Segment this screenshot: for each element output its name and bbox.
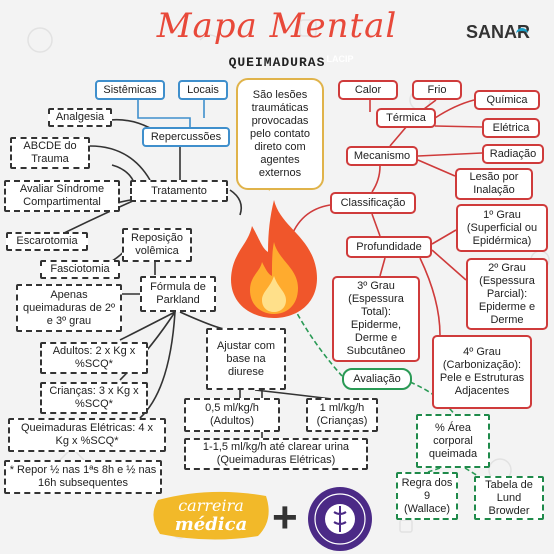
adultos-diurese-node: 0,5 ml/kg/h (Adultos) xyxy=(184,398,280,432)
locais-node: Locais xyxy=(178,80,228,100)
escarotomia-node: Escarotomia xyxy=(6,232,88,251)
repor-note-node: * Repor ½ nas 1ªs 8h e ½ nas 16h subsequ… xyxy=(4,460,162,494)
eletrica-node: Elétrica xyxy=(482,118,540,138)
formula-parkland-node: Fórmula de Parkland xyxy=(140,276,216,312)
carreira-medica-logo-icon xyxy=(153,491,269,540)
lacip-label: LACIP xyxy=(326,54,354,64)
classificacao-node: Classificação xyxy=(330,192,416,214)
apenas-node: Apenas queimaduras de 2º e 3º grau xyxy=(16,284,122,332)
termica-node: Térmica xyxy=(376,108,436,128)
radiacao-node: Radiação xyxy=(482,144,544,164)
frio-node: Frio xyxy=(412,80,462,100)
carreira-label: carreira xyxy=(178,496,244,515)
criancas-diurese-node: 1 ml/kg/h (Crianças) xyxy=(306,398,378,432)
repercussoes-node: Repercussões xyxy=(142,127,230,147)
grau1-node: 1º Grau (Superficial ou Epidérmica) xyxy=(456,204,548,252)
flame-icon xyxy=(231,200,317,318)
area-queimada-node: % Área corporal queimada xyxy=(416,414,490,468)
eletricas-diurese-node: 1-1,5 ml/kg/h até clarear urina (Queimad… xyxy=(184,438,368,470)
medica-label: médica xyxy=(174,514,248,535)
ajustar-node: Ajustar com base na diurese xyxy=(206,328,286,390)
sistemicas-node: Sistêmicas xyxy=(95,80,165,100)
avaliacao-node: Avaliação xyxy=(342,368,412,390)
criancas-formula-node: Crianças: 3 x Kg x %SCQ* xyxy=(40,382,148,414)
lund-browder-node: Tabela de Lund Browder xyxy=(474,476,544,520)
grau3-node: 3º Grau (Espessura Total): Epiderme, Der… xyxy=(332,276,420,362)
page-subtitle: QUEIMADURAS xyxy=(228,55,326,70)
abcde-node: ABCDE do Trauma xyxy=(10,137,90,169)
regra-dos-9-node: Regra dos 9 (Wallace) xyxy=(396,472,458,520)
quimica-node: Química xyxy=(474,90,540,110)
eletricas-formula-node: Queimaduras Elétricas: 4 x Kg x %SCQ* xyxy=(8,418,166,452)
grau2-node: 2º Grau (Espessura Parcial): Epiderme e … xyxy=(466,258,548,330)
reposicao-node: Reposição volêmica xyxy=(122,228,192,262)
page-title: Mapa Mental xyxy=(156,6,398,46)
tratamento-node: Tratamento xyxy=(130,180,228,202)
definition-node: São lesões traumáticas provocadas pelo c… xyxy=(236,78,324,190)
analgesia-node: Analgesia xyxy=(48,108,112,127)
avaliar-node: Avaliar Síndrome Compartimental xyxy=(4,180,120,212)
profundidade-node: Profundidade xyxy=(346,236,432,258)
brand-logo: SANAR xyxy=(466,22,531,42)
lesao-inalacao-node: Lesão por Inalação xyxy=(455,168,533,200)
adultos-formula-node: Adultos: 2 x Kg x %SCQ* xyxy=(40,342,148,374)
grau4-node: 4º Grau (Carbonização): Pele e Estrutura… xyxy=(432,335,532,409)
carreira-medica-logo: carreira médica xyxy=(150,490,272,540)
brand-mark-icon xyxy=(516,28,528,39)
plus-sign: + xyxy=(272,493,298,542)
fasciotomia-node: Fasciotomia xyxy=(40,260,120,279)
mecanismo-node: Mecanismo xyxy=(346,146,418,166)
lacip-seal-icon xyxy=(308,487,372,551)
calor-node: Calor xyxy=(338,80,398,100)
